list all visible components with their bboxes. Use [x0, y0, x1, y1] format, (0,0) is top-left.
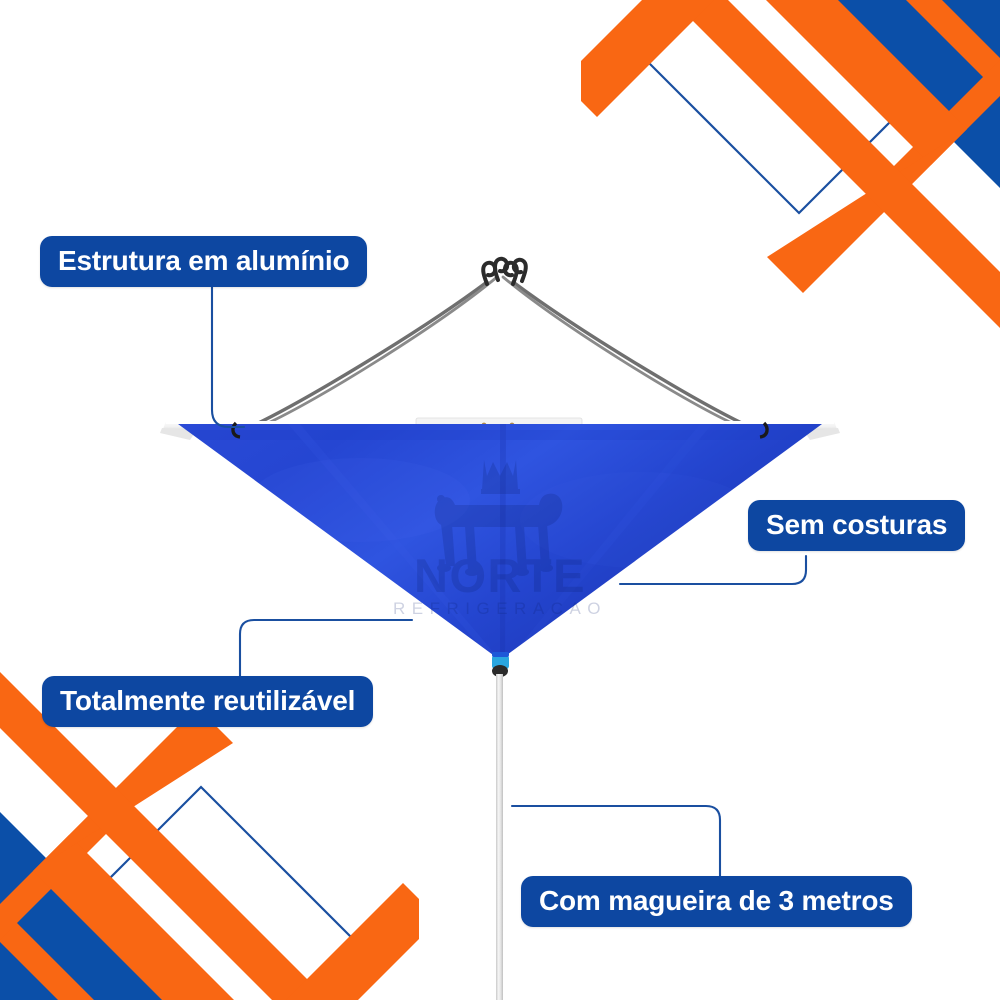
- watermark-brand: NORTE: [414, 549, 586, 602]
- crown-icon: [481, 460, 520, 494]
- blue-tarp-cone: [178, 421, 822, 660]
- callout-label-text: Totalmente reutilizável: [60, 685, 356, 716]
- polar-bear-icon: [434, 493, 563, 576]
- drain-hose: [496, 674, 503, 1000]
- callout-label-text: Estrutura em alumínio: [58, 245, 350, 276]
- drain-collar: [492, 652, 509, 677]
- callout-sem-costuras[interactable]: Sem costuras: [748, 500, 966, 552]
- callout-label-text: Com magueira de 3 metros: [539, 885, 894, 916]
- callout-totalmente-reutilizavel[interactable]: Totalmente reutilizável: [42, 676, 374, 728]
- callout-label-text: Sem costuras: [766, 509, 948, 540]
- callout-com-magueira[interactable]: Com magueira de 3 metros: [521, 876, 912, 928]
- callout-estrutura-aluminio[interactable]: Estrutura em alumínio: [40, 236, 368, 288]
- hook-icon-group: [481, 256, 528, 286]
- watermark-subtitle: REFRIGERACAO: [393, 599, 607, 618]
- brand-watermark: NORTE REFRIGERACAO: [393, 460, 607, 618]
- aluminium-support-rods: [246, 275, 754, 430]
- strap-right: [759, 421, 769, 439]
